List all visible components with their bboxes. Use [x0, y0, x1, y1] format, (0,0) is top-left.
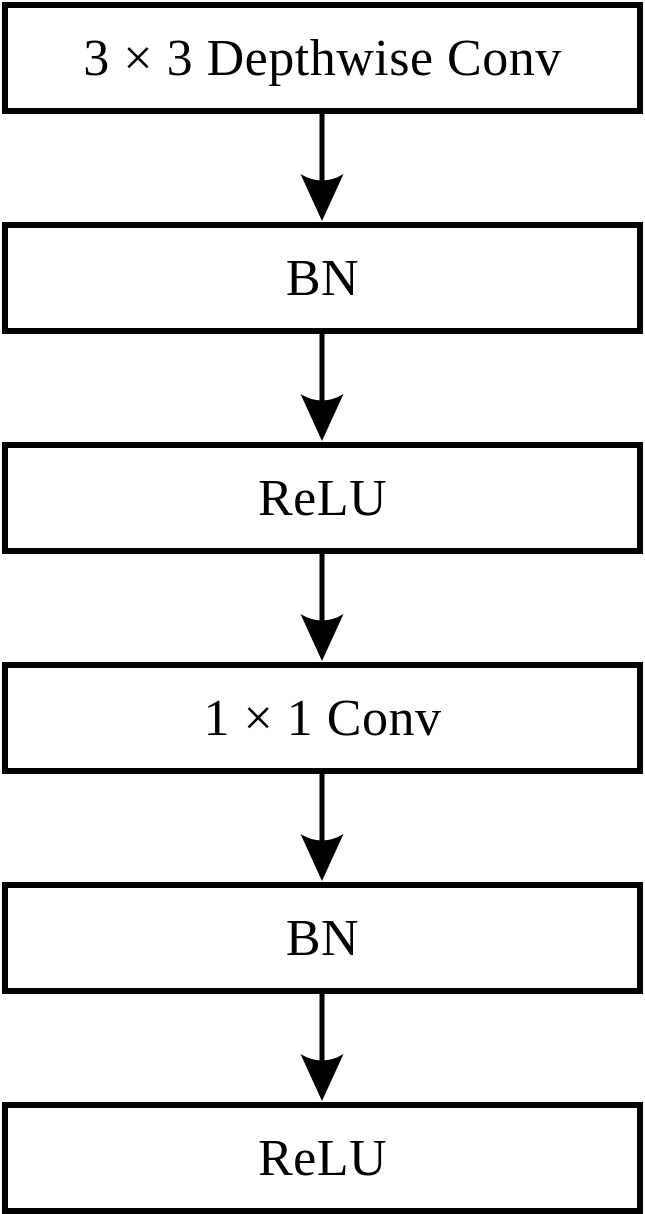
arrow-down-icon — [300, 994, 344, 1101]
node-label: 3 × 3 Depthwise Conv — [83, 29, 562, 87]
node-label: 1 × 1 Conv — [203, 689, 442, 747]
node-label: BN — [285, 909, 360, 967]
node-pointwise-conv: 1 × 1 Conv — [2, 662, 643, 774]
arrow-down-icon — [300, 554, 344, 661]
node-label: BN — [285, 249, 360, 307]
node-depthwise-conv: 3 × 3 Depthwise Conv — [2, 2, 643, 114]
node-relu-2: ReLU — [2, 1102, 643, 1214]
arrow-down-icon — [300, 774, 344, 881]
node-bn-2: BN — [2, 882, 643, 994]
arrow-down-icon — [300, 334, 344, 441]
node-relu-1: ReLU — [2, 442, 643, 554]
node-bn-1: BN — [2, 222, 643, 334]
node-label: ReLU — [257, 1129, 388, 1187]
arrow-down-icon — [300, 114, 344, 221]
node-label: ReLU — [257, 469, 388, 527]
